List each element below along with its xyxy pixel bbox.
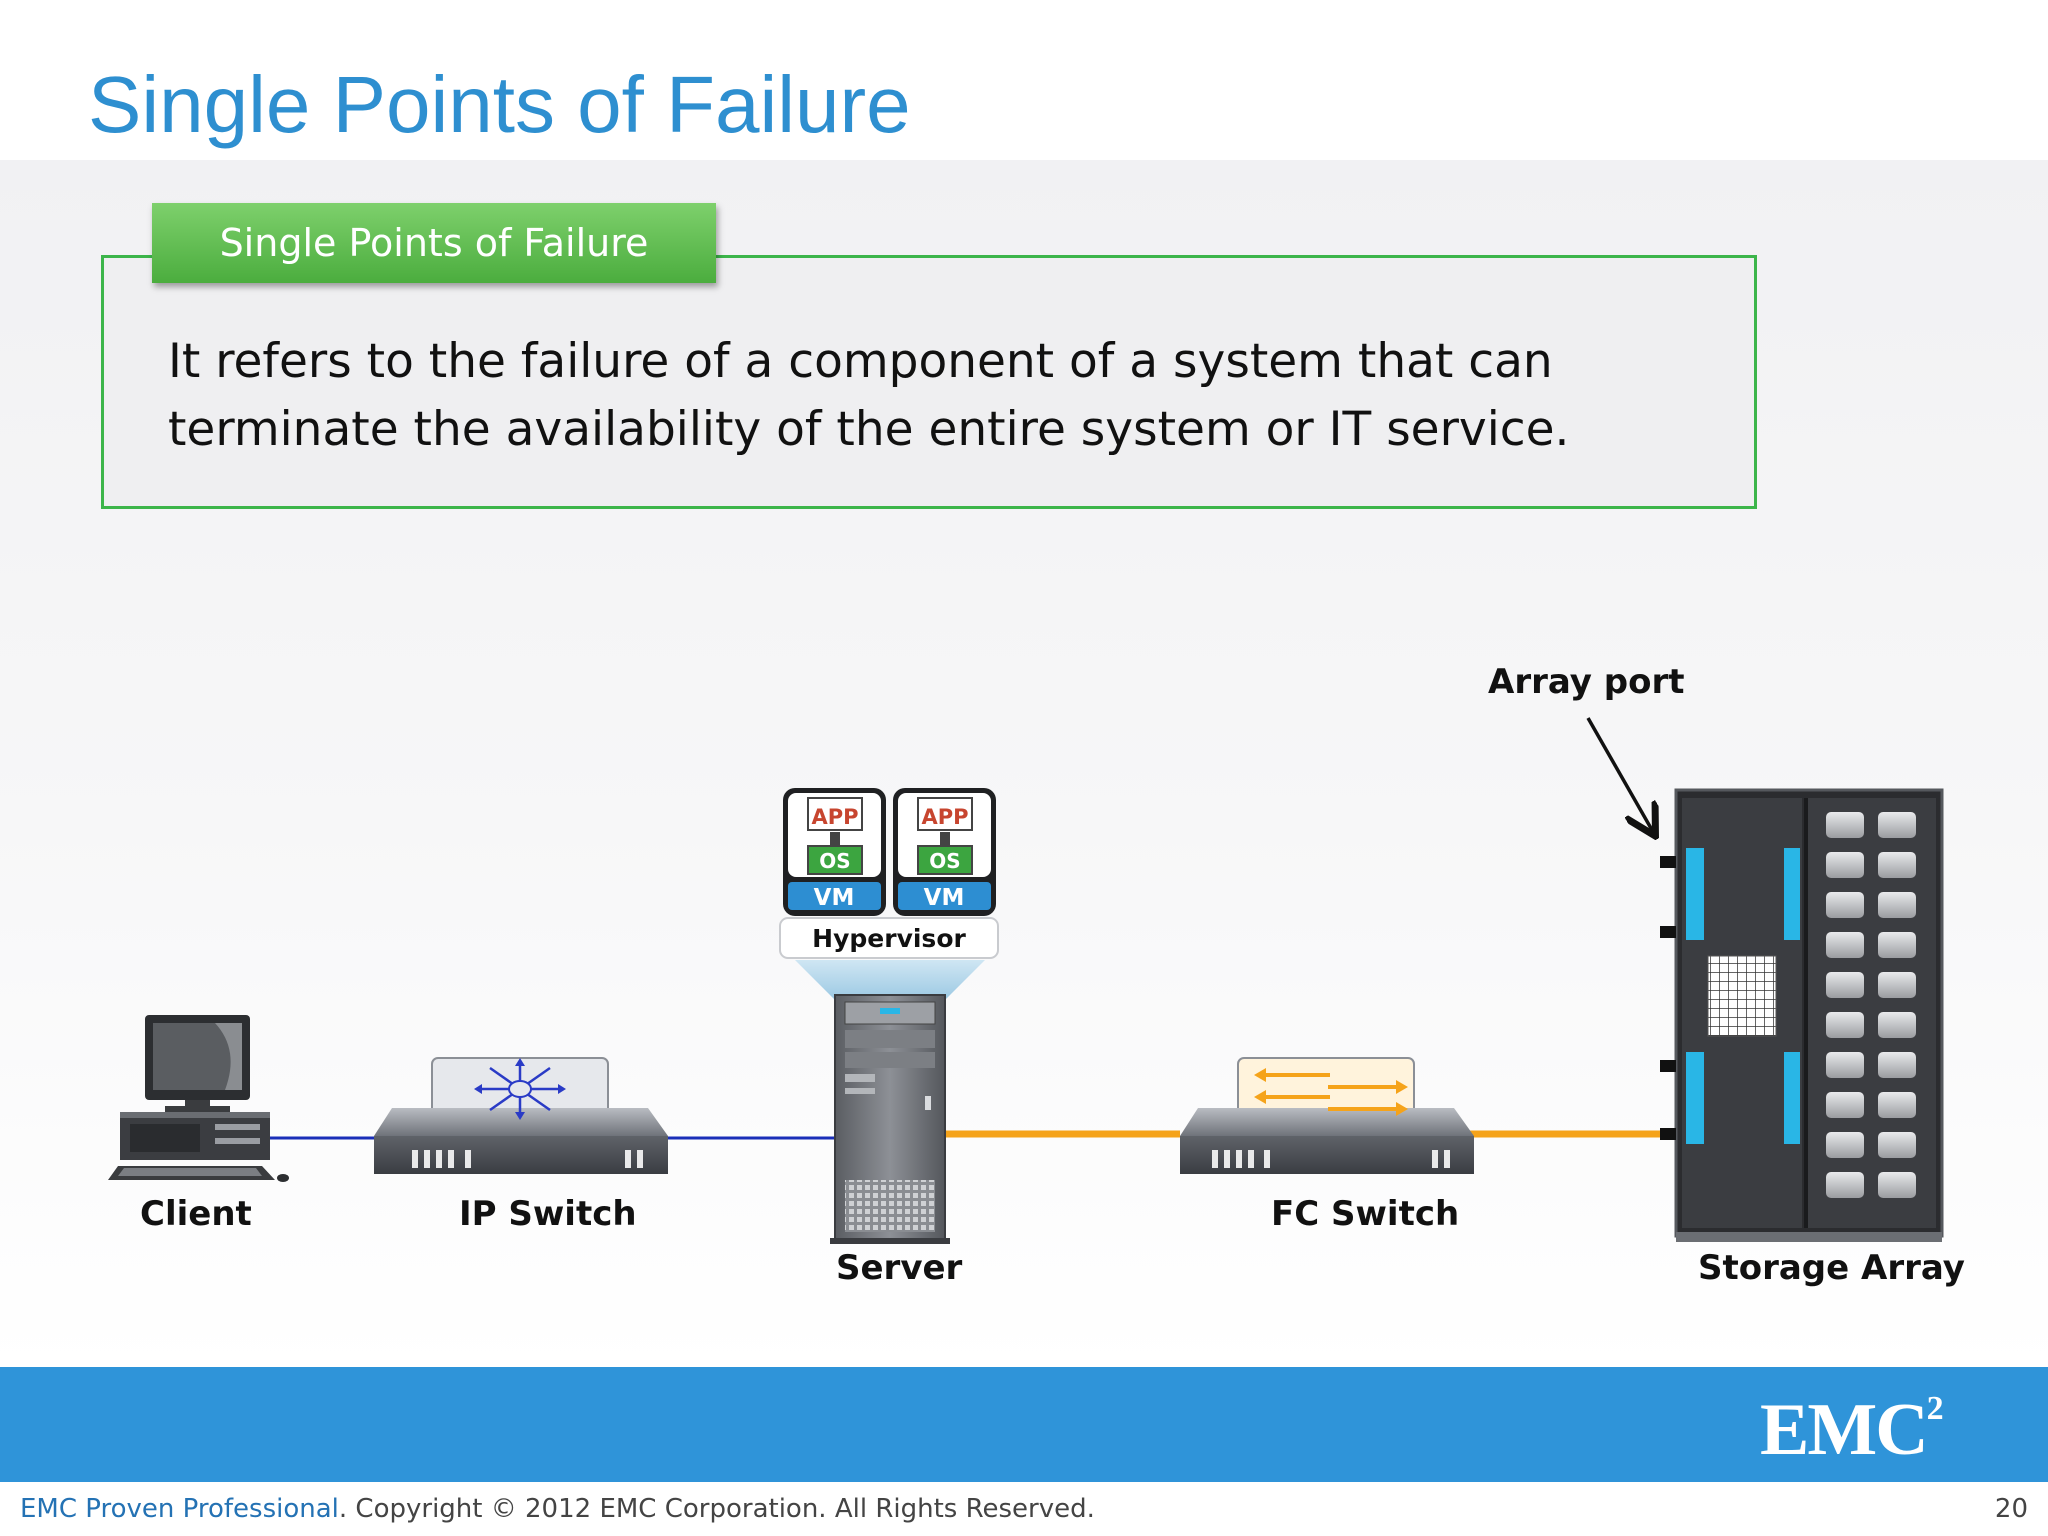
emc-logo: EMC2 bbox=[1760, 1388, 1944, 1473]
emc-logo-text: EMC bbox=[1760, 1389, 1929, 1471]
definition-line-2: terminate the availability of the entire… bbox=[168, 402, 1570, 457]
array-port-arrow bbox=[1586, 717, 1652, 830]
page-number: 20 bbox=[1994, 1494, 2028, 1524]
emc-logo-superscript: 2 bbox=[1926, 1390, 1944, 1427]
os-label-1: OS bbox=[819, 849, 850, 873]
hypervisor-label: Hypervisor bbox=[812, 924, 966, 953]
vm-2-icon: APP OS VM bbox=[893, 788, 996, 916]
definition-text: It refers to the failure of a component … bbox=[168, 328, 1708, 464]
vm-1-icon: APP OS VM bbox=[783, 788, 886, 916]
disk-stack-icon bbox=[1826, 812, 1916, 1198]
page-title: Single Points of Failure bbox=[88, 60, 911, 149]
definition-box bbox=[101, 255, 1757, 509]
definition-line-1: It refers to the failure of a component … bbox=[168, 334, 1553, 389]
storage-array-label: Storage Array bbox=[1698, 1248, 1965, 1288]
vm-label-1: VM bbox=[814, 885, 855, 911]
storage-array-icon bbox=[1660, 788, 1944, 1242]
client-computer-icon bbox=[108, 1015, 289, 1182]
vm-label-2: VM bbox=[924, 885, 965, 911]
array-port-label: Array port bbox=[1488, 662, 1685, 702]
app-label-1: APP bbox=[811, 805, 858, 829]
os-label-2: OS bbox=[929, 849, 960, 873]
copyright-notice: . Copyright © 2012 EMC Corporation. All … bbox=[338, 1494, 1095, 1524]
brand-name: EMC Proven Professional bbox=[20, 1494, 339, 1524]
fc-switch-icon bbox=[1180, 1057, 1474, 1174]
server-label: Server bbox=[836, 1248, 963, 1288]
san-diagram: Hypervisor APP OS VM APP OS VM bbox=[108, 717, 1944, 1244]
ip-switch-icon bbox=[374, 1057, 668, 1174]
fc-switch-label: FC Switch bbox=[1271, 1194, 1460, 1234]
ip-switch-label: IP Switch bbox=[459, 1194, 637, 1234]
footer-bar bbox=[0, 1367, 2048, 1482]
array-port-icon bbox=[1686, 848, 1704, 940]
definition-heading: Single Points of Failure bbox=[152, 203, 716, 283]
app-label-2: APP bbox=[921, 805, 968, 829]
copyright-text: EMC Proven Professional. Copyright © 201… bbox=[20, 1494, 1095, 1524]
server-icon: Hypervisor APP OS VM APP OS VM bbox=[779, 788, 999, 1244]
client-label: Client bbox=[140, 1194, 252, 1234]
